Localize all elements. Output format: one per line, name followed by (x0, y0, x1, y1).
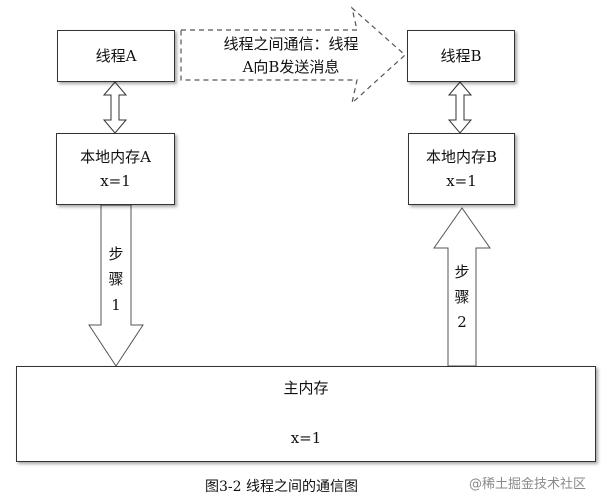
step1-char-2: 骤 (108, 270, 124, 288)
thread-a-box: 线程A (57, 30, 175, 82)
double-arrow-b (447, 81, 473, 134)
step1-char-1: 步 (108, 245, 124, 263)
main-memory-box: 主内存 x=1 (16, 366, 596, 462)
step1-arrow (88, 204, 144, 367)
main-memory-label: 主内存 (283, 379, 329, 397)
step2-char-3: 2 (457, 313, 467, 331)
step1-char-3: 1 (111, 296, 121, 314)
local-memory-a-value: x=1 (100, 172, 131, 190)
double-arrow-a (102, 81, 128, 134)
figure-caption: 图3-2 线程之间的通信图 (205, 479, 358, 495)
communication-arrow (180, 6, 406, 105)
main-memory-value: x=1 (290, 429, 322, 447)
step2-char-2: 骤 (454, 288, 470, 306)
thread-b-label: 线程B (440, 47, 482, 65)
thread-a-label: 线程A (95, 47, 137, 65)
local-memory-a-label: 本地内存A (80, 148, 151, 166)
watermark: @稀土掘金技术社区 (469, 477, 587, 492)
local-memory-b-value: x=1 (446, 172, 477, 190)
step2-arrow (433, 207, 491, 367)
communication-line1: 线程之间通信：线程 (223, 35, 359, 53)
local-memory-a-box: 本地内存A x=1 (56, 133, 175, 205)
step2-char-1: 步 (454, 263, 470, 281)
local-memory-b-box: 本地内存B x=1 (408, 133, 515, 205)
communication-line2: A向B发送消息 (242, 58, 340, 76)
thread-b-box: 线程B (407, 30, 515, 82)
local-memory-b-label: 本地内存B (425, 148, 498, 166)
